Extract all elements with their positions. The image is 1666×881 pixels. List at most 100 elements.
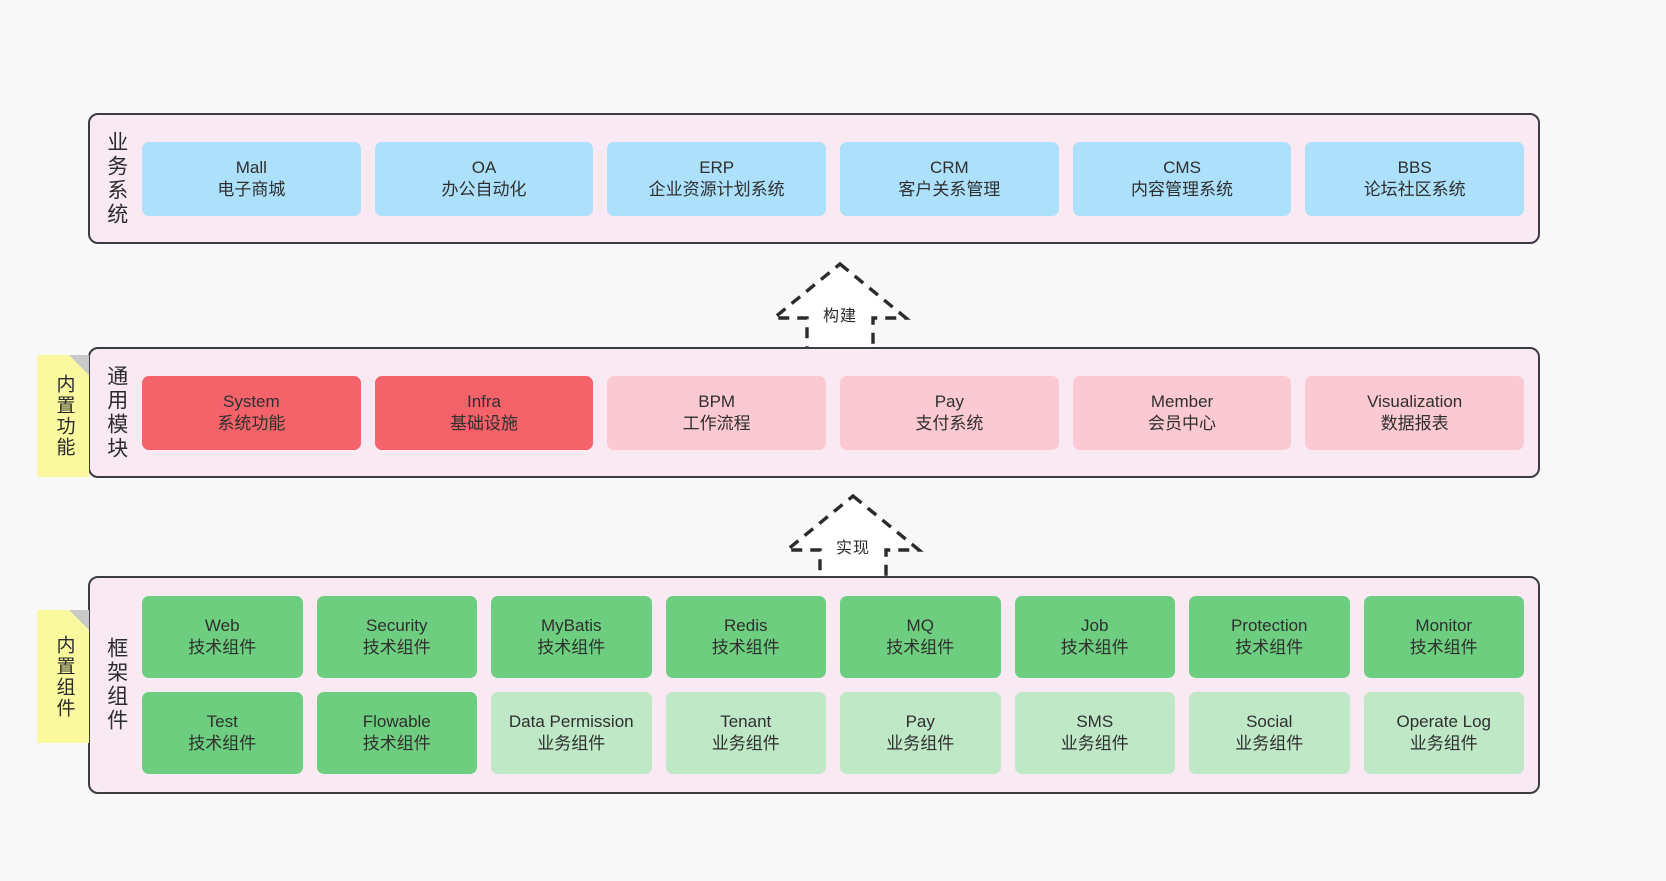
framework-row-tech: Web 技术组件 Security 技术组件 MyBatis 技术组件 Redi… (142, 596, 1524, 678)
layer-title-text: 业务系统 (104, 130, 128, 227)
card-subtitle: 技术组件 (362, 638, 431, 657)
card-subtitle: 业务组件 (1409, 734, 1478, 753)
card-oa[interactable]: OA 办公自动化 (374, 141, 594, 216)
card-subtitle: 内容管理系统 (1131, 179, 1234, 199)
card-subtitle: 业务组件 (537, 734, 606, 753)
card-social[interactable]: Social 业务组件 (1189, 692, 1350, 774)
card-subtitle: 企业资源计划系统 (648, 179, 785, 199)
framework-row-business: Test 技术组件 Flowable 技术组件 Data Permission … (142, 692, 1524, 774)
card-tenant[interactable]: Tenant 业务组件 (665, 692, 826, 774)
layer-business-system: 业务系统 Mall 电子商城 OA 办公自动化 ERP 企业资源计划系统 CRM… (88, 113, 1540, 244)
layer-title-text: 框架组件 (104, 637, 128, 733)
card-operate-log[interactable]: Operate Log 业务组件 (1363, 692, 1524, 774)
card-visualization[interactable]: Visualization 数据报表 (1305, 375, 1525, 450)
card-title: Web (204, 616, 240, 636)
card-title: Infra (466, 391, 502, 411)
card-subtitle: 技术组件 (886, 638, 955, 657)
card-title: Protection (1230, 616, 1308, 636)
card-pay-module[interactable]: Pay 支付系统 (840, 375, 1059, 450)
card-subtitle: 技术组件 (1235, 638, 1304, 657)
card-mall[interactable]: Mall 电子商城 (142, 141, 361, 216)
card-data-permission[interactable]: Data Permission 业务组件 (491, 692, 652, 774)
card-member[interactable]: Member 会员中心 (1072, 375, 1292, 450)
card-mybatis[interactable]: MyBatis 技术组件 (491, 596, 652, 678)
card-subtitle: 业务组件 (711, 734, 780, 753)
card-subtitle: 论坛社区系统 (1363, 179, 1466, 199)
card-title: CMS (1163, 157, 1201, 177)
card-test[interactable]: Test 技术组件 (142, 692, 303, 774)
card-cms[interactable]: CMS 内容管理系统 (1072, 141, 1292, 216)
card-title: Pay (905, 712, 935, 732)
card-title: BBS (1397, 157, 1432, 177)
layer-body-business-system: Mall 电子商城 OA 办公自动化 ERP 企业资源计划系统 CRM 客户关系… (142, 115, 1538, 242)
card-title: Monitor (1415, 616, 1473, 636)
card-title: Mall (235, 157, 267, 177)
layer-body-framework-component: Web 技术组件 Security 技术组件 MyBatis 技术组件 Redi… (142, 578, 1538, 792)
card-subtitle: 技术组件 (188, 638, 257, 657)
card-subtitle: 会员中心 (1148, 413, 1217, 433)
card-title: BPM (698, 391, 736, 411)
sticky-fold-icon (69, 355, 89, 375)
card-subtitle: 技术组件 (711, 638, 780, 657)
arrow-implement: 实现 (778, 490, 928, 586)
layer-title-text: 通用模块 (104, 364, 128, 461)
layer-title-framework-component: 框架组件 (90, 578, 142, 792)
sticky-note-builtin-components: 内置组件 (37, 610, 89, 743)
card-title: MQ (906, 616, 934, 636)
card-title: Visualization (1367, 391, 1463, 411)
card-title: Test (206, 712, 238, 732)
card-mq[interactable]: MQ 技术组件 (840, 596, 1001, 678)
card-subtitle: 电子商城 (217, 179, 286, 199)
sticky-note-builtin-features: 内置功能 (37, 355, 89, 477)
card-flowable[interactable]: Flowable 技术组件 (316, 692, 477, 774)
card-monitor[interactable]: Monitor 技术组件 (1363, 596, 1524, 678)
card-bpm[interactable]: BPM 工作流程 (607, 375, 827, 450)
card-title: ERP (699, 157, 735, 177)
sticky-fold-icon (69, 610, 89, 630)
card-title: System (222, 391, 280, 411)
card-infra[interactable]: Infra 基础设施 (374, 375, 594, 450)
card-subtitle: 客户关系管理 (898, 179, 1001, 199)
card-subtitle: 业务组件 (1235, 734, 1304, 753)
card-subtitle: 工作流程 (682, 413, 751, 433)
card-title: MyBatis (541, 616, 602, 636)
card-title: Security (366, 616, 428, 636)
card-subtitle: 系统功能 (217, 413, 286, 433)
sticky-note-text: 内置组件 (53, 634, 75, 719)
arrow-build-label: 构建 (822, 308, 857, 325)
card-title: OA (471, 157, 497, 177)
layer-title-common-module: 通用模块 (90, 349, 142, 476)
card-title: SMS (1076, 712, 1114, 732)
card-title: Social (1246, 712, 1293, 732)
card-title: Flowable (362, 712, 431, 732)
card-job[interactable]: Job 技术组件 (1014, 596, 1175, 678)
card-bbs[interactable]: BBS 论坛社区系统 (1305, 141, 1525, 216)
card-subtitle: 技术组件 (362, 734, 431, 753)
layer-framework-component: 框架组件 Web 技术组件 Security 技术组件 MyBatis 技术组件… (88, 576, 1540, 794)
card-redis[interactable]: Redis 技术组件 (665, 596, 826, 678)
card-subtitle: 业务组件 (886, 734, 955, 753)
layer-common-module: 通用模块 System 系统功能 Infra 基础设施 BPM 工作流程 Pay… (88, 347, 1540, 478)
layer-title-business-system: 业务系统 (90, 115, 142, 242)
card-title: Data Permission (508, 712, 634, 732)
card-protection[interactable]: Protection 技术组件 (1189, 596, 1350, 678)
card-pay-component[interactable]: Pay 业务组件 (840, 692, 1001, 774)
card-erp[interactable]: ERP 企业资源计划系统 (607, 141, 827, 216)
arrow-build: 构建 (765, 258, 915, 354)
card-subtitle: 业务组件 (1060, 734, 1129, 753)
card-title: Job (1081, 616, 1109, 636)
card-title: CRM (929, 157, 969, 177)
card-crm[interactable]: CRM 客户关系管理 (840, 141, 1059, 216)
sticky-note-text: 内置功能 (53, 374, 75, 458)
card-title: Redis (724, 616, 768, 636)
card-sms[interactable]: SMS 业务组件 (1014, 692, 1175, 774)
card-security[interactable]: Security 技术组件 (316, 596, 477, 678)
card-title: Tenant (720, 712, 772, 732)
layer-body-common-module: System 系统功能 Infra 基础设施 BPM 工作流程 Pay 支付系统… (142, 349, 1538, 476)
card-subtitle: 技术组件 (1060, 638, 1129, 657)
card-web[interactable]: Web 技术组件 (142, 596, 303, 678)
card-system[interactable]: System 系统功能 (142, 375, 361, 450)
card-title: Operate Log (1396, 712, 1491, 732)
card-subtitle: 技术组件 (1409, 638, 1478, 657)
